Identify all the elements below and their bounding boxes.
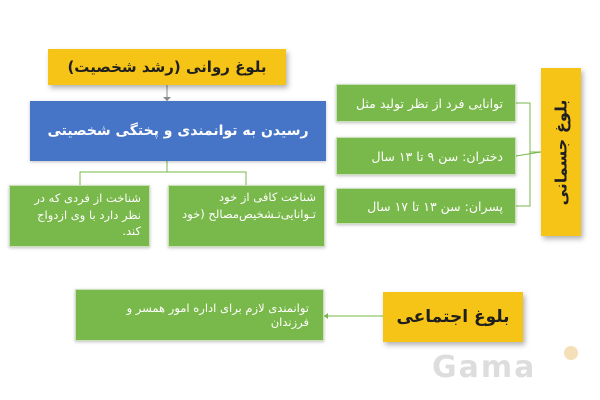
connector-physical-to-ability: [516, 102, 541, 153]
physical-item-boys: پسران: سن ۱۳ تا ۱۷ سال: [336, 188, 516, 224]
partner-knowledge-box: شناخت از فردی که در نظر دارد با وی ازدوا…: [9, 185, 150, 247]
mental-maturity-main-box: رسیدن به توانمندی و پختگی شخصیتی: [30, 101, 326, 161]
connector-physical-to-girls: [515, 151, 542, 157]
connector-main-to-left: [79, 161, 168, 185]
physical-item-ability: توانایی فرد از نظر تولید مثل: [336, 84, 516, 122]
mental-maturity-title-text: بلوغ روانی (رشد شخصیت): [67, 58, 267, 76]
social-maturity-text: توانمندی لازم برای اداره امور همسر و فرز…: [126, 301, 309, 329]
connector-social-arrowhead: [324, 313, 328, 319]
mental-maturity-main-text: رسیدن به توانمندی و پختگی شخصیتی: [47, 123, 309, 139]
physical-item-girls-text: دختران: سن ۹ تا ۱۳ سال: [371, 148, 504, 164]
physical-item-boys-text: پسران: سن ۱۳ تا ۱۷ سال: [367, 198, 503, 214]
connector-main-to-right: [166, 161, 247, 185]
mental-maturity-title: بلوغ روانی (رشد شخصیت): [48, 49, 286, 85]
watermark-logo: Gama: [432, 350, 537, 385]
physical-item-ability-text: توانایی فرد از نظر تولید مثل: [355, 95, 503, 111]
partner-knowledge-text: شناخت از فردی که در نظر دارد با وی ازدوا…: [34, 191, 141, 239]
connector-physical-to-boys: [516, 152, 531, 207]
physical-maturity-title-text: بلوغ جسمانی: [551, 99, 571, 205]
connector-arrowhead: [163, 97, 171, 101]
social-maturity-box: توانمندی لازم برای اداره امور همسر و فرز…: [75, 289, 324, 341]
physical-item-girls: دختران: سن ۹ تا ۱۳ سال: [336, 137, 516, 175]
social-maturity-title: بلوغ اجتماعی: [383, 292, 523, 342]
watermark-dot: [564, 346, 578, 360]
self-knowledge-box: شناخت کافی از خود تـوانایی‌تـشخیص‌مصالح …: [168, 185, 325, 247]
self-knowledge-text: شناخت کافی از خود تـوانایی‌تـشخیص‌مصالح …: [182, 190, 316, 221]
social-maturity-title-text: بلوغ اجتماعی: [396, 307, 510, 327]
physical-maturity-title: بلوغ جسمانی: [541, 68, 581, 236]
